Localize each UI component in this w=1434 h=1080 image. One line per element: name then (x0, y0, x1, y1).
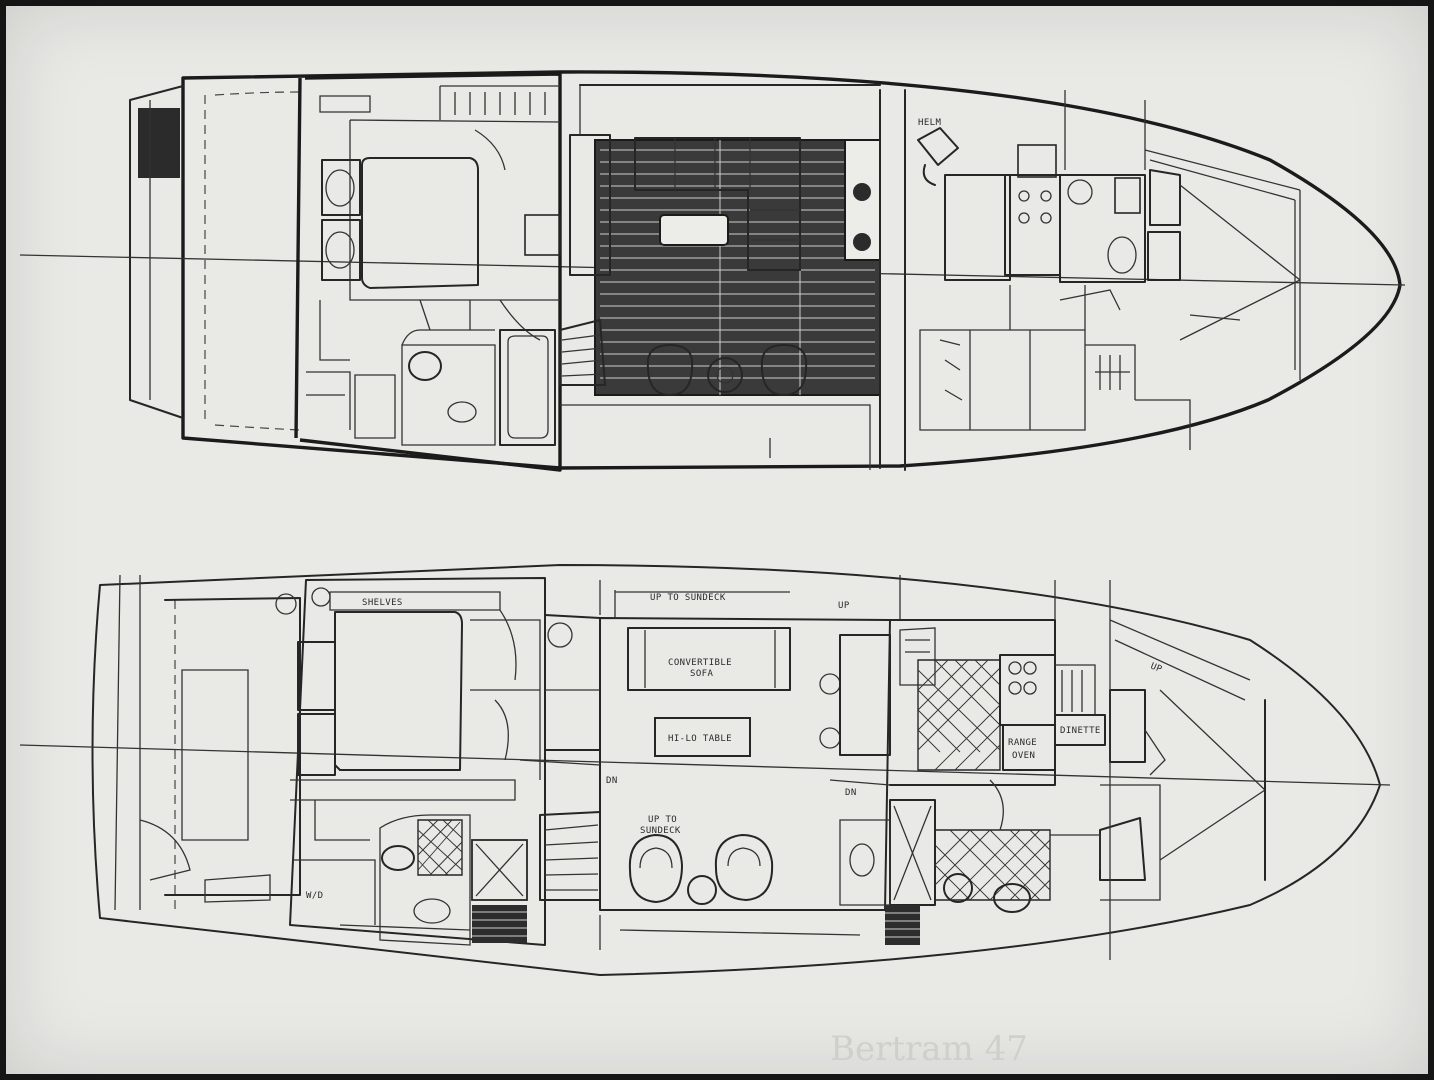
lower-up-short-label: UP (838, 601, 850, 611)
lower-convertible-sofa (627, 627, 791, 691)
lower-salon: CONVERTIBLE SOFA HI-LO TABLE UP TO SUNDE… (519, 575, 901, 950)
lower-forward-cabins: RANGE OVEN DINETTE UP (839, 580, 1266, 960)
lower-sofa-label-1: CONVERTIBLE (668, 658, 732, 668)
lower-sofa-label-2: SOFA (690, 669, 713, 679)
upper-helm-seat (917, 127, 959, 186)
lower-dn-left-label: DN (606, 776, 618, 786)
lower-table-label: HI-LO TABLE (668, 734, 732, 744)
upper-salon-stair (559, 319, 606, 386)
lower-oven-label-2: OVEN (1012, 751, 1035, 761)
upper-deck-plan: HELM (19, 70, 1406, 472)
lower-range-oven (1002, 724, 1056, 771)
lower-up-sundeck-fwd-label-2: SUNDECK (640, 826, 681, 836)
lower-up-small-label: UP (1149, 662, 1164, 676)
upper-salon (524, 84, 881, 470)
upper-salon-side-cabinet (569, 134, 611, 276)
lower-forward-head-grid (934, 829, 1051, 901)
lower-shelves-label: SHELVES (362, 598, 403, 608)
lower-salon-stair (539, 811, 601, 901)
upper-helm-galley: HELM (879, 89, 1301, 471)
upper-salon-chairs (646, 344, 808, 396)
lower-salon-chairs (628, 834, 774, 905)
faint-model-caption: Bertram 47 (830, 1029, 1028, 1069)
boat-floor-plan-diagram: HELM (19, 70, 1406, 1069)
upper-hull-outline (181, 70, 1402, 470)
lower-hull-outline (91, 564, 1381, 976)
upper-aft-berth (361, 157, 479, 289)
lower-aft-stateroom: SHELVES W/D (290, 591, 541, 946)
lower-deck-plan: SHELVES W/D CONVERTIBLE SO (19, 564, 1391, 976)
upper-aft-dark-panel (138, 108, 180, 178)
upper-aft-stateroom (306, 85, 561, 446)
floor-plan-sheet: HELM (6, 6, 1428, 1074)
upper-cooktop (1018, 190, 1052, 224)
lower-aft-berth (334, 611, 463, 771)
upper-galley-counter (1004, 174, 1061, 276)
upper-salon-teak-floor (594, 139, 881, 396)
lower-wd-label: W/D (306, 891, 323, 901)
lower-dn-right-label: DN (845, 788, 857, 798)
lower-dinette-label: DINETTE (1060, 726, 1101, 736)
lower-oven-label-1: RANGE (1008, 738, 1037, 748)
lower-galley-floor-grid (917, 659, 1001, 771)
lower-hi-lo-table (654, 717, 751, 757)
upper-helm-label: HELM (918, 118, 941, 128)
upper-swim-platform (129, 85, 184, 419)
lower-up-sundeck-label: UP TO SUNDECK (650, 593, 726, 603)
upper-salon-l-settee (634, 137, 801, 271)
upper-salon-table (659, 214, 729, 246)
lower-up-sundeck-fwd-label-1: UP TO (648, 815, 677, 825)
